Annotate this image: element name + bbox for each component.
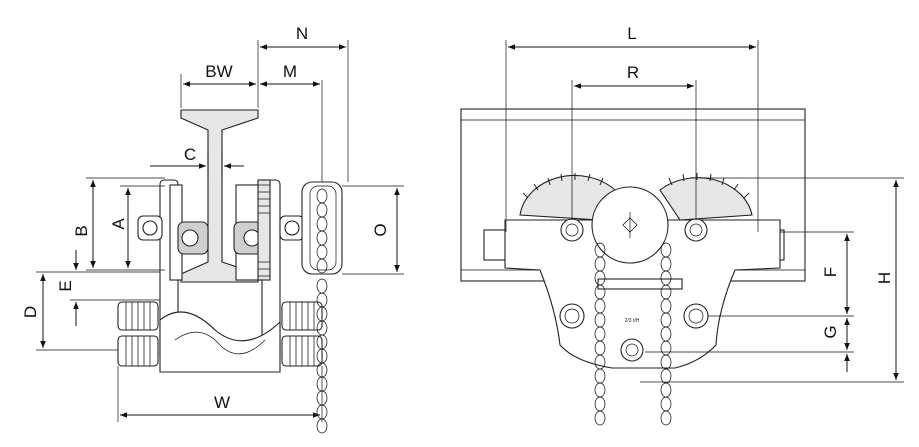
dimension-lines-front [505, 40, 904, 383]
label-m: M [283, 62, 297, 81]
gear-edge [257, 179, 271, 281]
trolley-body-front: 2/3 t/H [483, 186, 785, 369]
capacity-plate-text: 2/3 t/H [625, 318, 640, 324]
label-f: F [821, 267, 840, 277]
label-n: N [296, 24, 308, 43]
label-d: D [21, 306, 40, 318]
label-o: O [371, 223, 390, 236]
label-bw: BW [205, 62, 232, 81]
hand-chain-front [594, 242, 672, 426]
i-beam-section [180, 109, 259, 283]
label-e: E [56, 280, 75, 291]
label-r: R [627, 63, 639, 82]
trolley-side-plates [137, 179, 305, 361]
label-w: W [214, 393, 230, 412]
gears-front [519, 173, 753, 221]
label-l: L [627, 24, 636, 43]
label-g: G [821, 325, 840, 338]
lower-bolt-assembly [117, 301, 323, 373]
label-c: C [184, 145, 196, 164]
label-h: H [875, 272, 894, 284]
front-view: 2/3 t/H [460, 24, 904, 426]
dimension-lines-side [36, 40, 404, 422]
label-b: B [72, 225, 91, 236]
side-view: N BW M C A B E D O W [21, 24, 404, 434]
label-a: A [109, 218, 128, 230]
